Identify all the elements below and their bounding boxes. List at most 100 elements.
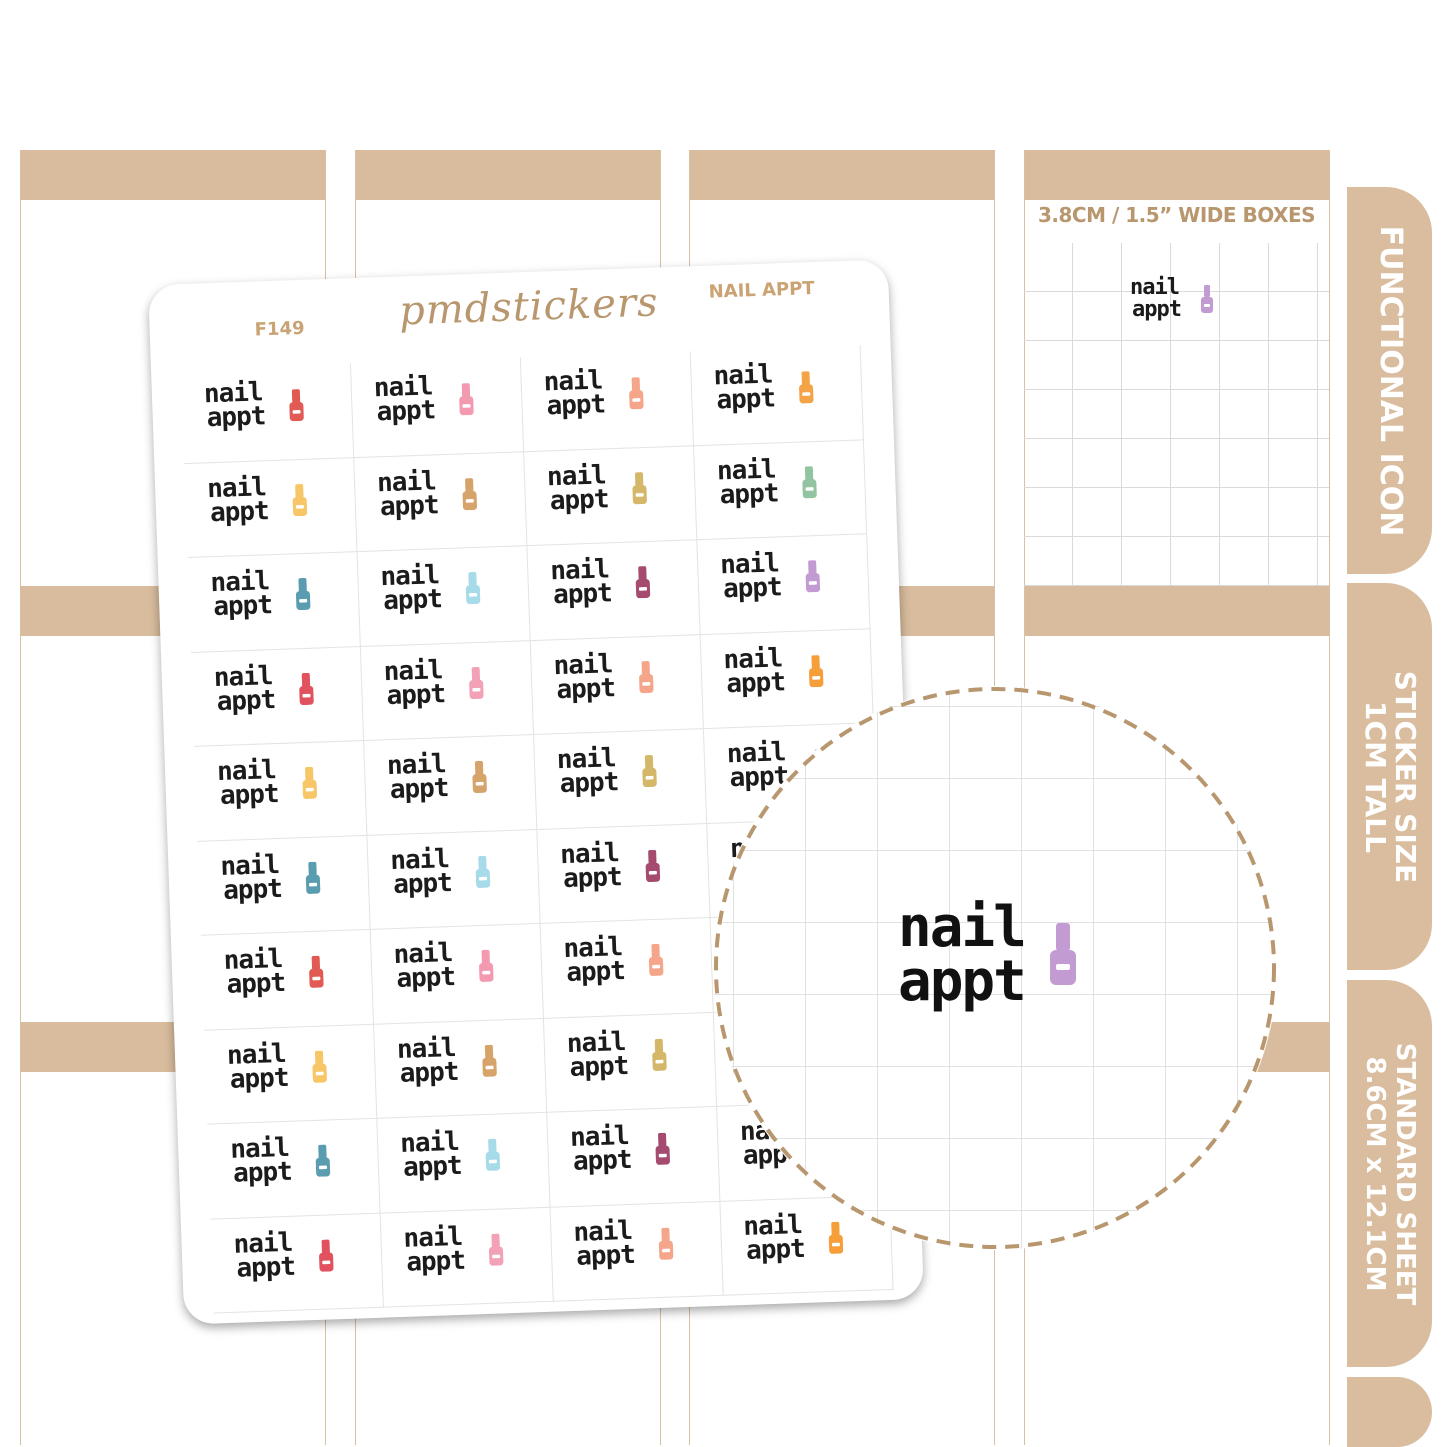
nail-polish-icon bbox=[472, 760, 487, 794]
sheet-code: F149 bbox=[254, 317, 305, 341]
nail-polish-icon bbox=[1050, 923, 1076, 985]
nail-polish-icon bbox=[488, 1233, 504, 1266]
brand-logo: pmdstickers bbox=[398, 279, 660, 335]
header-band bbox=[690, 150, 994, 200]
nail-polish-icon bbox=[635, 566, 651, 599]
sticker-word-appt: appt bbox=[229, 1062, 289, 1095]
sticker-word-appt: appt bbox=[402, 1150, 463, 1183]
nail-polish-icon bbox=[652, 1038, 667, 1071]
sticker-word-appt: appt bbox=[395, 961, 456, 994]
sticker-word-appt: appt bbox=[722, 572, 783, 605]
nail-polish-icon bbox=[629, 377, 644, 410]
sticker-word-appt: appt bbox=[399, 1056, 459, 1089]
zoom-sticker: nail appt bbox=[898, 895, 1076, 1014]
sticker-word-appt: appt bbox=[379, 489, 440, 522]
nail-polish-icon bbox=[312, 1050, 327, 1083]
sticker-word-appt: appt bbox=[898, 949, 1027, 1014]
sticker-word-nail: nail bbox=[1130, 275, 1180, 300]
nail-polish-icon bbox=[482, 1044, 497, 1077]
sticker-word-appt: appt bbox=[1132, 297, 1182, 322]
nail-polish-icon bbox=[802, 465, 817, 498]
sticker-word-appt: appt bbox=[389, 773, 449, 806]
sticker-word-appt: appt bbox=[559, 767, 619, 800]
sticker-word-appt: appt bbox=[719, 477, 779, 510]
nail-polish-icon bbox=[309, 955, 324, 988]
sheet-name: NAIL APPT bbox=[708, 277, 815, 303]
planner-grid-box bbox=[1024, 243, 1329, 586]
sticker-word-appt: appt bbox=[562, 861, 623, 894]
sticker-word-appt: appt bbox=[232, 1156, 293, 1189]
sticker-word-appt: appt bbox=[386, 678, 446, 711]
tab-extra bbox=[1347, 1377, 1432, 1447]
divider-band bbox=[1025, 586, 1329, 636]
zoom-ring bbox=[714, 687, 1276, 1249]
nail-polish-icon bbox=[632, 471, 647, 504]
nail-polish-icon bbox=[648, 943, 664, 977]
sticker-word-appt: appt bbox=[226, 967, 286, 1000]
nail-polish-icon bbox=[469, 666, 484, 699]
nail-polish-icon bbox=[808, 654, 824, 687]
nail-polish-icon bbox=[465, 572, 481, 605]
sticker-word-appt: appt bbox=[565, 956, 626, 989]
sticker-word-appt: appt bbox=[206, 401, 266, 434]
sticker-word-appt: appt bbox=[575, 1239, 636, 1272]
sticker-word-nail: nail bbox=[898, 895, 1027, 960]
sticker-word-appt: appt bbox=[222, 873, 283, 906]
sticker-word-appt: appt bbox=[216, 684, 276, 717]
tab-sticker-size: STICKER SIZE 1CM TALL bbox=[1347, 583, 1432, 970]
nail-polish-icon bbox=[295, 577, 311, 611]
zoom-magnifier: nail appt bbox=[713, 686, 1277, 1250]
sticker-word-appt: appt bbox=[569, 1050, 629, 1083]
sticker-word-appt: appt bbox=[572, 1144, 633, 1177]
nail-polish-icon bbox=[658, 1227, 674, 1260]
tab-label: STICKER SIZE 1CM TALL bbox=[1358, 670, 1422, 883]
